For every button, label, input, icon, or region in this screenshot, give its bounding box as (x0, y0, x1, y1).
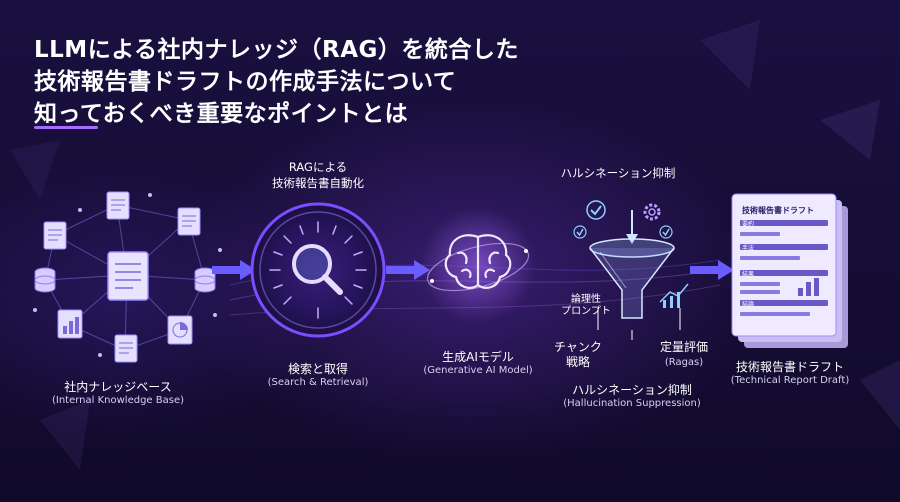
knowledge-base-label-jp: 社内ナレッジベース (64, 380, 172, 394)
report-icon (731, 193, 837, 337)
document-icon (177, 207, 201, 236)
title-line-3: 知っておくべき重要なポイントとは (34, 101, 409, 127)
flow-arrow-3 (690, 260, 734, 280)
document-icon (106, 191, 130, 220)
genai-brain-node (420, 207, 536, 323)
checkmark-icon (586, 200, 606, 220)
genai-label-jp: 生成AIモデル (442, 350, 514, 364)
logic-prompt-line-1: 論理性 (570, 294, 601, 305)
quantitative-eval-line-1: 定量評価 (659, 340, 709, 354)
magnifier-icon (292, 244, 343, 295)
chunk-strategy-line-1: チャンク (554, 340, 602, 354)
chart-icon (167, 315, 193, 345)
knowledge-base-network (33, 191, 222, 363)
funnel-icon (589, 238, 675, 319)
checkmark-icon (573, 225, 587, 239)
hallucination-top-label: ハルシネーション抑制 (560, 166, 676, 180)
quantitative-eval-label: 定量評価 (Ragas) (660, 340, 708, 370)
report-stack (731, 193, 848, 348)
chart-icon (659, 283, 689, 308)
knowledge-base-label-en: (Internal Knowledge Base) (51, 395, 185, 406)
logic-prompt-label: 論理性 プロンプト (561, 294, 611, 318)
report-section-4: 結論 (742, 301, 755, 308)
gear-icon (643, 203, 661, 221)
title-accent-underline (34, 126, 98, 129)
chunk-strategy-line-2: 戦略 (565, 355, 591, 369)
logic-prompt-line-2: プロンプト (561, 306, 611, 317)
document-icon (107, 251, 149, 301)
report-doc-title: 技術報告書ドラフト (742, 206, 814, 215)
rag-top-label-1: RAGによる (288, 160, 348, 174)
rag-search-node (250, 202, 386, 338)
report-section-3: 結果 (742, 271, 755, 278)
chunk-strategy-label: チャンク 戦略 (554, 340, 602, 370)
database-icon (34, 267, 56, 293)
report-label-jp: 技術報告書ドラフト (735, 360, 845, 374)
document-icon (43, 221, 67, 250)
flow-arrow-1 (212, 260, 256, 280)
title-line-2: 技術報告書ドラフトの作成手法について (34, 69, 457, 95)
report-section-1: 要約 (742, 221, 755, 228)
hallucination-label-jp: ハルシネーション抑制 (572, 383, 692, 397)
quantitative-eval-line-2: (Ragas) (664, 357, 704, 368)
chart-icon (57, 309, 83, 339)
rag-label-en: (Search & Retrieval) (267, 377, 369, 388)
rag-top-label-2: 技術報告書自動化 (272, 176, 364, 190)
genai-label-en: (Generative AI Model) (423, 365, 533, 376)
funnel-node (573, 200, 689, 340)
brain-icon (444, 234, 512, 289)
hallucination-label-en: (Hallucination Suppression) (563, 398, 701, 409)
database-icon (194, 267, 216, 293)
document-icon (114, 334, 138, 363)
checkmark-icon (659, 225, 673, 239)
title-line-1: LLMによる社内ナレッジ（RAG）を統合した (34, 37, 519, 63)
report-label-en: (Technical Report Draft) (730, 375, 850, 386)
report-section-2: 手法 (742, 245, 755, 252)
rag-label-jp: 検索と取得 (287, 362, 349, 376)
